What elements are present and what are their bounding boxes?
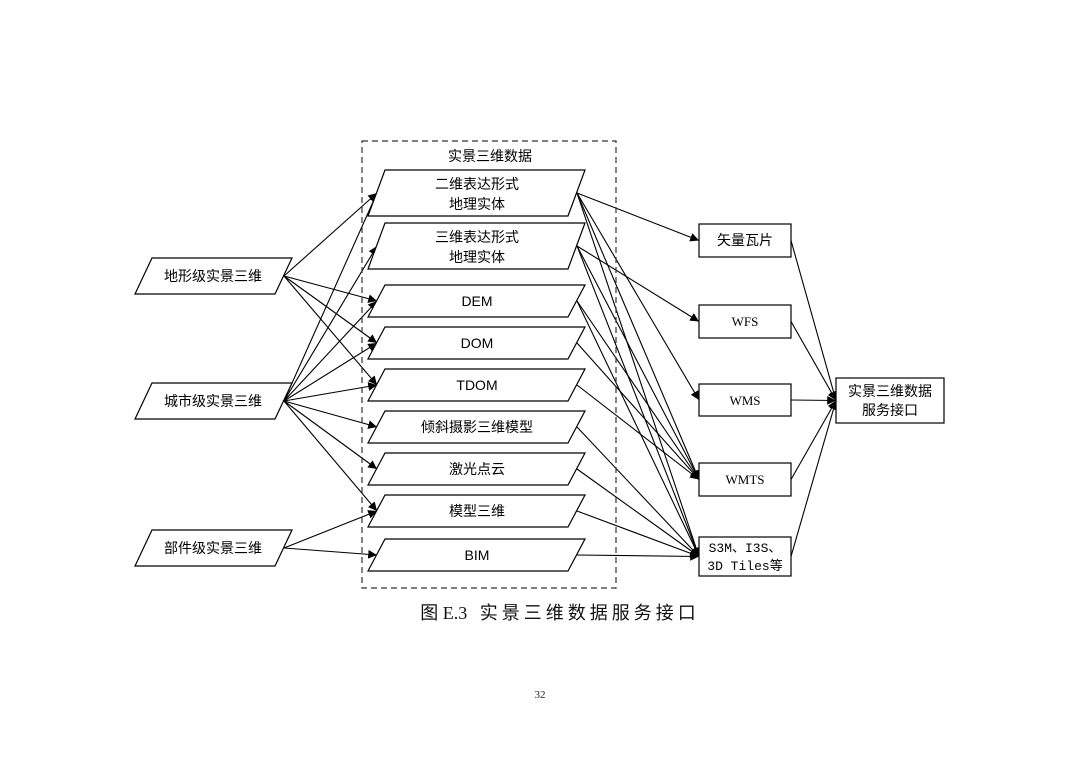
data-node-dem: DEM: [367, 284, 586, 318]
data-node-shape: [367, 284, 586, 318]
edge-source-1-to-data-4: [283, 382, 378, 402]
edge-data-8-to-service-4: [576, 551, 700, 561]
edge-source-1-to-data-2: [283, 300, 378, 402]
data-node-shape: [367, 326, 586, 360]
edge-data-1-to-service-1: [576, 245, 700, 322]
service-node-shape: [698, 383, 792, 417]
target-node-label-line1: 实景三维数据: [848, 384, 932, 400]
data-node-shape: [367, 410, 586, 444]
source-node-label: 地形级实景三维: [164, 269, 262, 285]
edge-service-1-to-target: [790, 321, 837, 401]
data-node-label-line1: 二维表达形式: [435, 177, 519, 193]
edge-service-2-to-target: [790, 396, 837, 405]
data-node-shape: [367, 368, 586, 402]
edge-source-1-to-data-1: [283, 245, 378, 402]
edge-source-1-to-data-7: [283, 400, 378, 512]
service-node-shape: [698, 462, 792, 497]
data-node-3d-entity: 三维表达形式 地理实体: [367, 222, 586, 270]
edge-data-0-to-service-2: [576, 192, 700, 401]
figure-caption: 图 E.3 实景三维数据服务接口: [420, 603, 700, 623]
data-node-tdom: TDOM: [367, 368, 586, 402]
source-node-label: 部件级实景三维: [164, 541, 262, 557]
edge-source-0-to-data-0: [283, 192, 378, 277]
service-node-wmts: WMTS: [698, 462, 792, 497]
target-node-label-line2: 服务接口: [862, 402, 918, 419]
edge-data-1-to-service-3: [576, 245, 700, 480]
data-node-shape: [367, 169, 586, 217]
edge-data-0-to-service-0: [576, 192, 700, 242]
data-node-label: 倾斜摄影三维模型: [421, 420, 533, 436]
data-node-label: DOM: [461, 335, 494, 351]
data-node-2d-entity: 二维表达形式 地理实体: [367, 169, 586, 217]
data-node-label-line1: 三维表达形式: [435, 230, 519, 246]
target-node-service-interface: 实景三维数据 服务接口: [835, 377, 945, 424]
edge-data-2-to-service-3: [576, 300, 700, 480]
data-node-dom: DOM: [367, 326, 586, 360]
data-node-label-line2: 地理实体: [449, 197, 505, 213]
service-node-label: 矢量瓦片: [717, 233, 773, 249]
data-node-label: 模型三维: [449, 504, 505, 520]
edge-source-0-to-data-4: [283, 275, 378, 386]
source-node-shape: [134, 257, 293, 295]
service-node-label-line1: S3M、I3S、: [709, 541, 782, 556]
source-node-city: 城市级实景三维: [134, 382, 293, 420]
data-node-point-cloud: 激光点云: [367, 452, 586, 486]
data-node-3d-model: 模型三维: [367, 494, 586, 528]
edge-data-7-to-service-4: [576, 510, 700, 558]
service-node-shape: [698, 304, 792, 339]
edge-data-4-to-service-3: [576, 384, 700, 480]
data-node-shape: [367, 538, 586, 572]
data-node-bim: BIM: [367, 538, 586, 572]
service-node-vector-tiles: 矢量瓦片: [698, 223, 792, 258]
source-node-shape: [134, 529, 293, 567]
data-node-label: BIM: [465, 547, 490, 563]
edge-source-2-to-data-8: [283, 547, 378, 559]
figure-title: 实景三维数据服务接口: [480, 603, 700, 623]
edge-data-6-to-service-4: [576, 468, 700, 557]
service-node-label: WFS: [732, 314, 759, 329]
edge-source-0-to-data-3: [283, 275, 378, 344]
edge-source-2-to-data-7: [283, 510, 378, 549]
data-node-label: DEM: [461, 293, 492, 309]
edge-data-2-to-service-4: [576, 300, 700, 557]
edge-service-0-to-target: [790, 240, 838, 401]
edge-data-1-to-service-4: [576, 245, 700, 557]
data-node-shape: [367, 452, 586, 486]
service-node-shape: [698, 536, 792, 577]
service-node-shape: [698, 223, 792, 258]
edge-source-1-to-data-5: [283, 400, 378, 429]
service-node-wfs: WFS: [698, 304, 792, 339]
data-node-label: TDOM: [456, 377, 497, 393]
edge-source-0-to-data-2: [283, 275, 378, 303]
edges: [283, 192, 838, 561]
data-node-label-line2: 地理实体: [449, 250, 505, 266]
source-node-component: 部件级实景三维: [134, 529, 293, 567]
source-node-terrain: 地形级实景三维: [134, 257, 293, 295]
service-node-s3m-i3s-3dtiles: S3M、I3S、 3D Tiles等: [698, 536, 792, 577]
edge-service-3-to-target: [790, 400, 837, 480]
edge-data-3-to-service-3: [576, 342, 700, 480]
service-node-wms: WMS: [698, 383, 792, 417]
data-node-label: 激光点云: [449, 461, 505, 478]
edge-service-4-to-target: [790, 400, 838, 557]
data-node-oblique-model: 倾斜摄影三维模型: [367, 410, 586, 444]
service-node-label-line2: 3D Tiles等: [707, 558, 782, 574]
edge-source-1-to-data-6: [283, 400, 378, 470]
edge-data-0-to-service-4: [576, 192, 701, 557]
data-node-shape: [367, 222, 586, 270]
source-node-label: 城市级实景三维: [164, 393, 262, 410]
edge-data-0-to-service-3: [576, 192, 700, 480]
source-node-shape: [134, 382, 293, 420]
target-node-shape: [835, 377, 945, 424]
data-node-shape: [367, 494, 586, 528]
page-number: 32: [535, 689, 546, 701]
service-node-label: WMS: [729, 393, 760, 408]
figure-number: 图 E.3: [420, 603, 467, 623]
edge-data-5-to-service-4: [576, 426, 700, 557]
data-group-title: 实景三维数据: [448, 149, 532, 165]
service-node-label: WMTS: [726, 472, 765, 487]
